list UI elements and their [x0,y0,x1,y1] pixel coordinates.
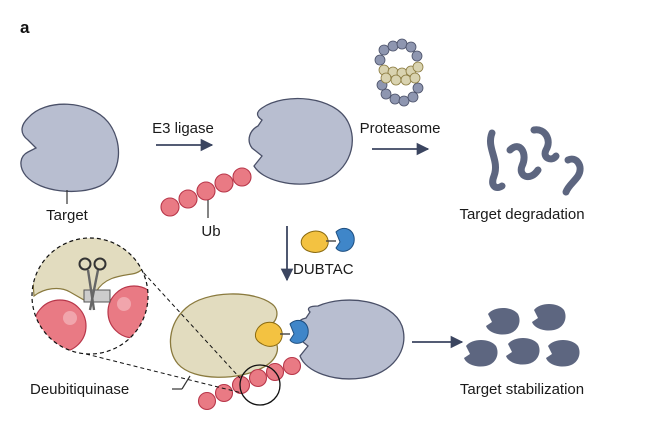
dubtac-molecule-icon [300,227,355,253]
stabilized-target [486,308,520,335]
ub-bead [197,391,217,411]
deubiquitinase [169,293,279,378]
proteasome-icon [374,38,424,107]
degraded-fragments [487,126,584,196]
ub-bead [231,375,251,395]
peptide-fragment [530,126,560,163]
stabilized-targets [464,304,580,367]
peptide-fragment [506,143,542,181]
ub-bead [178,189,198,209]
dubtac-label: DUBTAC [293,261,354,278]
magnification-ring [239,364,281,406]
ub-bead [214,173,234,193]
target-stabilization-label: Target stabilization [460,381,584,398]
stabilized-target [532,304,566,331]
zoom-connector [85,353,243,394]
panel-label: a [20,18,30,37]
ub-bead [232,167,252,187]
target-degradation-label: Target degradation [459,206,584,223]
target-label: Target [46,207,89,224]
proteasome-label: Proteasome [360,120,441,137]
ubiquitin-chain-bottom [197,356,302,411]
ub-bead [214,383,234,403]
deubitiquinase-leader-line [181,375,191,390]
target-protein [20,103,120,193]
stabilized-target [546,340,580,367]
zoom-inset [31,237,149,355]
stabilized-target [506,338,540,365]
ub-bead [248,368,268,388]
stabilized-target [464,340,498,367]
ubiquitin-chain [160,167,252,217]
dubtac-in-complex [254,319,309,347]
peptide-fragment [487,129,506,191]
ub-bead [196,181,216,201]
deubitiquinase-label: Deubitiquinase [30,381,129,398]
peptide-fragment [562,155,584,196]
ub-label: Ub [201,223,220,240]
scissors-icon [78,257,107,311]
e3-ligase-label: E3 ligase [152,120,214,137]
ub-bead [160,197,180,217]
stabilized-target-in-complex [294,299,405,380]
ub-bead [282,356,302,376]
ubiquitinated-target [248,97,353,185]
